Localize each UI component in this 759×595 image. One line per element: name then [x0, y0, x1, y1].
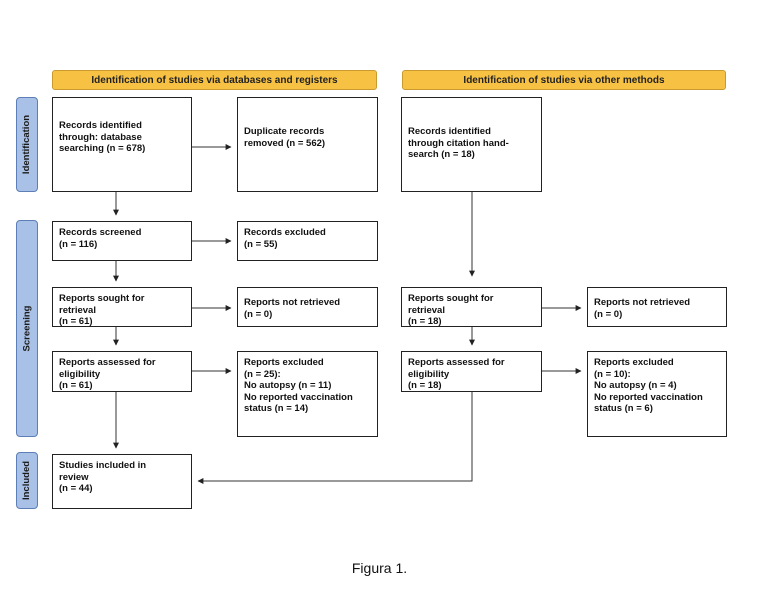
figure-caption: Figura 1.	[351, 560, 408, 576]
box-reports-sought-db: Reports sought for retrieval (n = 61)	[52, 287, 192, 327]
header-other-methods: Identification of studies via other meth…	[402, 70, 726, 90]
box-records-identified-db: Records identified through: database sea…	[52, 97, 192, 192]
box-duplicates-removed: Duplicate records removed (n = 562)	[237, 97, 378, 192]
header-databases: Identification of studies via databases …	[52, 70, 377, 90]
box-records-identified-other: Records identified through citation hand…	[401, 97, 542, 192]
arrow-other-to-included	[197, 392, 473, 484]
box-reports-assessed-db: Reports assessed for eligibility (n = 61…	[52, 351, 192, 392]
phase-identification: Identification	[16, 97, 38, 192]
box-reports-sought-other: Reports sought for retrieval (n = 18)	[401, 287, 542, 327]
phase-included: Included	[16, 452, 38, 509]
box-records-screened: Records screened (n = 116)	[52, 221, 192, 261]
box-reports-not-retrieved-other: Reports not retrieved (n = 0)	[587, 287, 727, 327]
box-records-excluded: Records excluded (n = 55)	[237, 221, 378, 261]
phase-screening: Screening	[16, 220, 38, 437]
box-reports-not-retrieved-db: Reports not retrieved (n = 0)	[237, 287, 378, 327]
box-studies-included: Studies included in review (n = 44)	[52, 454, 192, 509]
box-reports-assessed-other: Reports assessed for eligibility (n = 18…	[401, 351, 542, 392]
box-reports-excluded-other: Reports excluded (n = 10): No autopsy (n…	[587, 351, 727, 437]
box-reports-excluded-db: Reports excluded (n = 25): No autopsy (n…	[237, 351, 378, 437]
